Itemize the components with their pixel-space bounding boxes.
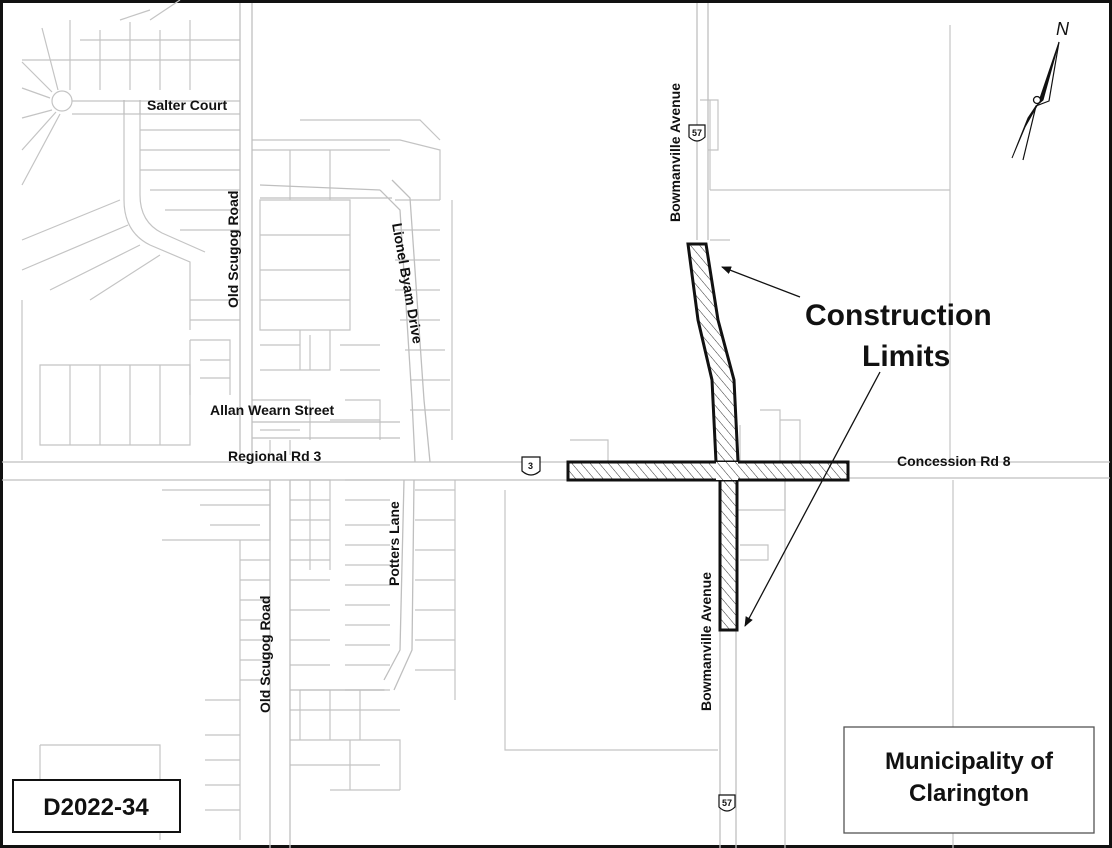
title-box: Municipality of Clarington	[843, 726, 1095, 834]
label-concession-rd-8: Concession Rd 8	[897, 453, 1011, 469]
label-old-scugog-road-north: Old Scugog Road	[225, 191, 241, 308]
route-shield-57-south: 57	[718, 794, 736, 812]
project-id: D2022-34	[43, 794, 149, 821]
construction-limits-area	[566, 242, 850, 632]
svg-text:57: 57	[722, 798, 732, 808]
callout-construction: Construction	[805, 299, 992, 332]
construction-limits-south-leg	[718, 478, 739, 632]
project-id-box: D2022-34	[12, 779, 181, 833]
shield-icon	[688, 124, 706, 142]
shield-icon	[521, 456, 541, 476]
label-regional-rd-3: Regional Rd 3	[228, 448, 322, 464]
shield-icon	[718, 794, 736, 812]
callout-limits: Limits	[862, 340, 950, 373]
svg-text:57: 57	[692, 128, 702, 138]
label-bowmanville-avenue-north: Bowmanville Avenue	[667, 83, 683, 222]
north-arrow: N	[1011, 19, 1070, 161]
road-network	[2, 3, 1110, 848]
north-arrow-label: N	[1056, 19, 1070, 39]
title-line-2: Clarington	[909, 780, 1029, 807]
route-shield-57-north: 57	[688, 124, 706, 142]
label-bowmanville-avenue-south: Bowmanville Avenue	[698, 572, 714, 711]
title-line-1: Municipality of	[885, 748, 1054, 775]
label-salter-court: Salter Court	[147, 97, 227, 113]
parcel-lines	[21, 0, 954, 848]
callout-arrow-south	[744, 371, 881, 627]
label-old-scugog-road-south: Old Scugog Road	[257, 596, 273, 713]
label-allan-wearn-street: Allan Wearn Street	[210, 402, 335, 418]
callout-arrow-north	[721, 266, 801, 298]
construction-limits-crossroad	[566, 460, 850, 482]
svg-text:3: 3	[528, 461, 533, 471]
route-shield-3: 3	[521, 456, 541, 476]
label-potters-lane: Potters Lane	[386, 501, 402, 586]
